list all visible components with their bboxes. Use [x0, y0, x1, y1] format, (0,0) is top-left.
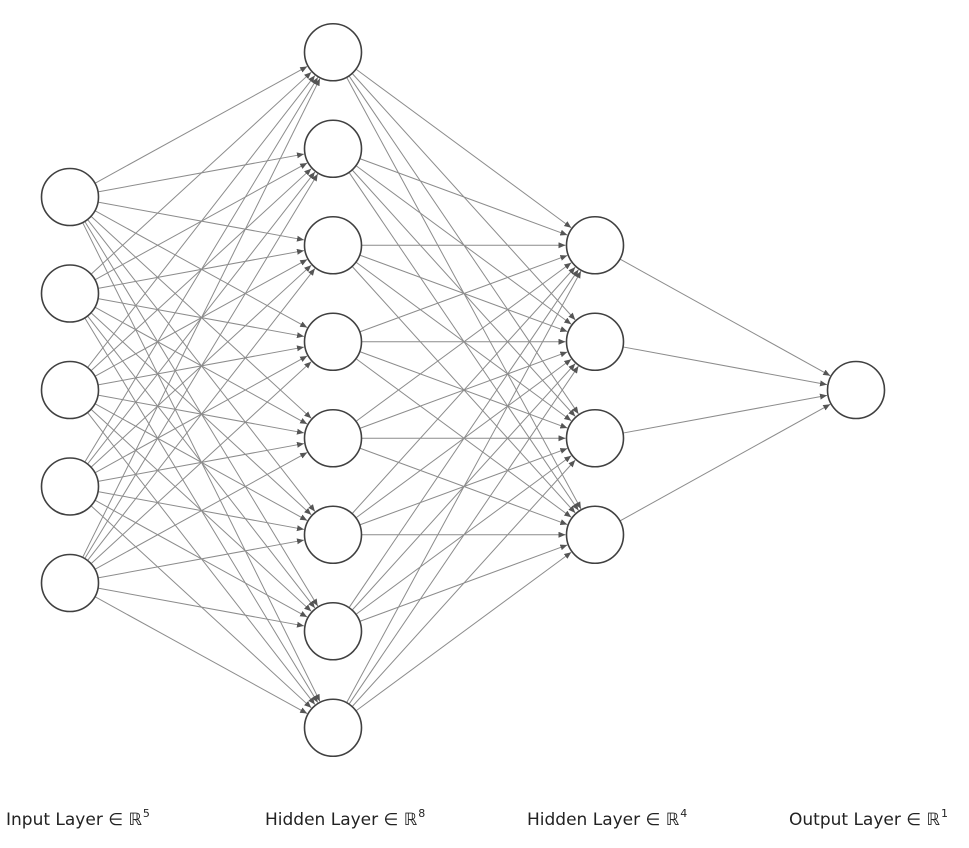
hidden-2-neuron-4	[565, 505, 625, 565]
input-neuron-1	[40, 167, 100, 227]
hidden-1-neuron-1	[303, 22, 363, 82]
hidden-1-neuron-8	[303, 698, 363, 758]
connection-edge	[355, 262, 572, 422]
input-neuron-2	[40, 264, 100, 323]
neurons-group	[40, 22, 886, 758]
hidden-layer-2-label-text: Hidden Layer ∈	[527, 810, 666, 830]
input-layer-label-set: ℝ	[128, 810, 142, 830]
connection-edge	[97, 538, 305, 579]
connection-edge	[94, 452, 308, 570]
hidden-1-neuron-6	[303, 505, 363, 565]
connection-edge	[94, 596, 308, 714]
hidden-layer-2-label-dim: 4	[680, 807, 688, 820]
connection-edge	[90, 71, 312, 275]
connection-edge	[84, 77, 319, 463]
connection-edge	[97, 587, 305, 628]
connection-edge	[87, 268, 316, 561]
connection-edge	[622, 346, 828, 387]
hidden-layer-1-label-dim: 8	[418, 807, 426, 820]
hidden-2-neuron-2	[565, 312, 625, 372]
input-layer-label-text: Input Layer ∈	[6, 810, 129, 830]
connection-edge	[94, 66, 308, 184]
connection-edge	[90, 361, 312, 565]
output-layer-label-set: ℝ	[926, 810, 940, 830]
hidden-2-neuron-3	[565, 408, 625, 468]
connection-edge	[622, 393, 828, 434]
connection-edge	[355, 551, 572, 712]
connection-edge	[348, 269, 579, 608]
hidden-1-neuron-5	[303, 408, 363, 468]
connection-edge	[619, 403, 831, 522]
input-neuron-3	[40, 360, 100, 420]
connection-edge	[346, 270, 582, 703]
output-layer-label: Output Layer ∈ ℝ1	[789, 807, 948, 830]
connection-edge	[82, 78, 321, 558]
hidden-layer-1-label-set: ℝ	[403, 810, 418, 830]
input-layer-label-dim: 5	[142, 807, 150, 820]
connection-edge	[619, 258, 831, 377]
connection-edge	[87, 75, 316, 368]
hidden-1-neuron-2	[303, 119, 363, 179]
output-neuron-1	[826, 360, 886, 420]
hidden-1-neuron-4	[303, 312, 363, 372]
hidden-layer-2-label-set: ℝ	[665, 810, 680, 830]
input-neuron-4	[40, 457, 100, 516]
hidden-2-neuron-1	[565, 215, 625, 275]
hidden-layer-2-label: Hidden Layer ∈ ℝ4	[527, 807, 688, 830]
hidden-1-neuron-7	[303, 601, 363, 661]
input-neuron-5	[40, 553, 100, 613]
output-layer-label-dim: 1	[940, 807, 948, 820]
hidden-layer-1-label: Hidden Layer ∈ ℝ8	[265, 807, 426, 830]
output-layer-label-text: Output Layer ∈	[789, 810, 927, 830]
hidden-1-neuron-3	[303, 215, 363, 275]
connection-edge	[359, 158, 568, 236]
hidden-layer-1-label-text: Hidden Layer ∈	[265, 810, 404, 830]
connection-edge	[351, 266, 576, 514]
connection-edge	[355, 68, 572, 229]
connections-group	[82, 66, 831, 714]
connection-edge	[351, 459, 576, 707]
input-layer-label: Input Layer ∈ ℝ5	[6, 807, 150, 830]
connection-edge	[359, 254, 568, 333]
connection-edge	[84, 173, 319, 559]
connection-edge	[348, 365, 579, 705]
